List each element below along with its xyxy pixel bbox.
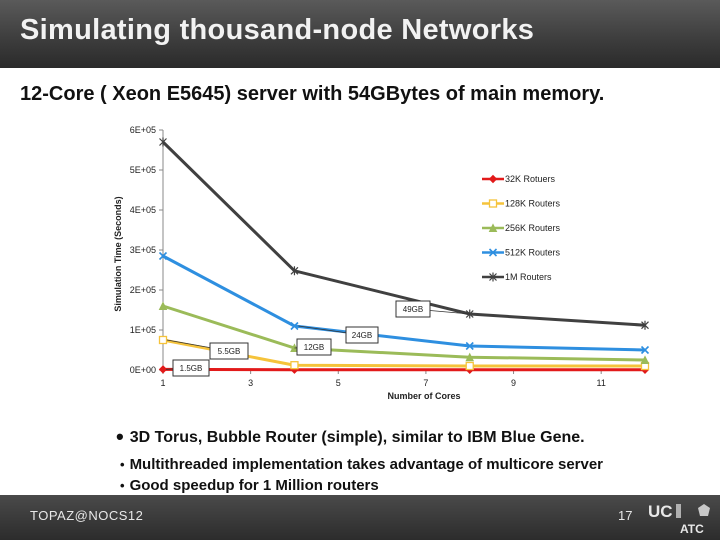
x-tick-label: 9 <box>511 378 516 388</box>
data-point <box>290 266 299 276</box>
logo-text-top: UC <box>648 502 673 521</box>
legend-label: 1M Routers <box>505 272 552 282</box>
annotation-label: 12GB <box>304 343 324 352</box>
annotation-label: 24GB <box>352 331 372 340</box>
y-tick-label: 0E+00 <box>130 365 156 375</box>
annotation-label: 49GB <box>403 305 423 314</box>
y-tick-label: 5E+05 <box>130 165 156 175</box>
x-tick-label: 5 <box>336 378 341 388</box>
y-tick-label: 3E+05 <box>130 245 156 255</box>
bullet-sub-2: •Good speedup for 1 Million routers <box>120 477 379 494</box>
data-point <box>641 320 649 330</box>
data-point <box>640 345 650 355</box>
annotation-box <box>209 342 249 360</box>
slide-title: Simulating thousand-node Networks <box>20 14 535 46</box>
y-tick-label: 4E+05 <box>130 205 156 215</box>
annotation-box <box>172 359 210 377</box>
legend-label: 128K Routers <box>505 199 561 209</box>
data-point <box>159 137 167 147</box>
legend-label: 512K Routers <box>505 248 561 258</box>
x-tick-label: 11 <box>597 378 606 388</box>
x-axis-label: Number of Cores <box>387 391 460 401</box>
series-line <box>161 140 646 327</box>
page-number: 17 <box>618 508 633 523</box>
slide-subtitle: 12-Core ( Xeon E5645) server with 54GByt… <box>20 83 605 105</box>
legend-marker <box>488 223 498 232</box>
x-tick-label: 1 <box>160 378 165 388</box>
footer-bar <box>0 495 720 540</box>
logo-text-bottom: ATC <box>680 522 704 536</box>
data-point <box>158 335 168 345</box>
y-axis-label: Simulation Time (Seconds) <box>113 196 123 311</box>
series-line <box>162 254 646 352</box>
bullet-dot-icon: • <box>120 478 125 493</box>
bullet-list: •3D Torus, Bubble Router (simple), simil… <box>116 424 716 498</box>
line-chart: 0E+00 1E+05 2E+05 3E+05 4E+05 5E+05 6E+05 1 3 5 7 9… <box>113 125 650 401</box>
annotation-box <box>395 300 431 318</box>
series-line <box>162 304 646 362</box>
data-point <box>158 365 168 374</box>
annotation-label: 5.5GB <box>218 347 241 356</box>
uc-atc-logo: UC ATC <box>648 502 710 536</box>
data-point <box>290 321 299 331</box>
bullet-sub-1: •Multithreaded implementation takes adva… <box>120 456 604 473</box>
legend-marker <box>489 272 497 282</box>
annotation-box <box>296 338 332 356</box>
legend-marker <box>488 248 498 257</box>
annotation-label: 1.5GB <box>180 364 203 373</box>
title-bar <box>0 0 720 68</box>
bullet-dot-icon: • <box>116 424 124 449</box>
data-point <box>158 251 168 261</box>
annotation-box <box>345 326 379 344</box>
x-tick-label: 3 <box>248 378 253 388</box>
bullet-main: •3D Torus, Bubble Router (simple), simil… <box>116 424 585 449</box>
legend-marker <box>488 174 498 184</box>
y-tick-label: 2E+05 <box>130 285 156 295</box>
bullet-dot-icon: • <box>120 457 125 472</box>
data-point <box>465 341 474 351</box>
data-point <box>465 352 475 362</box>
data-point <box>640 355 650 364</box>
footer-label: TOPAZ@NOCS12 <box>30 508 144 523</box>
data-point <box>465 361 474 371</box>
data-point <box>158 301 168 310</box>
y-tick-label: 1E+05 <box>130 325 156 335</box>
legend-label: 256K Routers <box>505 223 561 233</box>
legend-label: 32K Rotuers <box>505 174 556 184</box>
data-point <box>290 361 299 370</box>
x-tick-label: 7 <box>423 378 428 388</box>
y-tick-label: 6E+05 <box>130 125 156 135</box>
legend-marker <box>488 199 498 208</box>
